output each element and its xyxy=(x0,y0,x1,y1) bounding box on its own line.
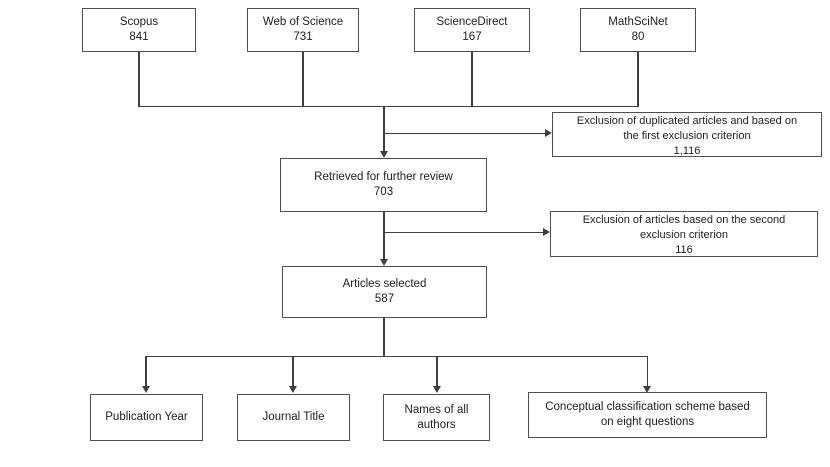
connector-output2-drop xyxy=(292,356,294,387)
arrow-right-icon xyxy=(545,129,552,138)
source-sd-count: 167 xyxy=(462,31,482,43)
selected-label: Articles selected xyxy=(342,278,427,291)
source-sd-label: ScienceDirect xyxy=(436,16,508,29)
selected-box: Articles selected 587 xyxy=(282,266,487,318)
connector-merge-line xyxy=(138,106,639,108)
output3-label-line1: Names of all xyxy=(404,403,469,416)
exclusion2-count: 116 xyxy=(675,243,693,256)
source-msn-count: 80 xyxy=(631,31,645,43)
source-box-mathscinet: MathSciNet 80 xyxy=(580,8,696,52)
connector-stem-outputs xyxy=(383,318,385,357)
source-scopus-label: Scopus xyxy=(119,16,159,29)
connector-exclusion1-branch xyxy=(384,133,545,135)
connector-wos-drop xyxy=(302,52,304,107)
exclusion1-line1: Exclusion of duplicated articles and bas… xyxy=(576,115,798,127)
connector-output3-drop xyxy=(436,356,438,387)
output-box-author-names: Names of all authors xyxy=(383,394,490,441)
retrieved-label: Retrieved for further review xyxy=(314,171,453,184)
connector-outputs-line xyxy=(146,356,648,358)
exclusion2-line2: exclusion criterion xyxy=(639,228,729,241)
source-box-scopus: Scopus 841 xyxy=(82,8,196,52)
source-wos-label: Web of Science xyxy=(262,16,344,29)
output-box-classification-scheme: Conceptual classification scheme based o… xyxy=(528,392,767,438)
retrieved-count: 703 xyxy=(373,186,394,198)
source-wos-count: 731 xyxy=(293,31,313,43)
output2-label: Journal Title xyxy=(262,411,325,424)
exclusion2-line1: Exclusion of articles based on the secon… xyxy=(582,214,786,226)
connector-exclusion2-branch xyxy=(384,232,543,234)
output1-label: Publication Year xyxy=(105,411,188,424)
arrow-down-icon xyxy=(643,386,651,393)
connector-sd-drop xyxy=(471,52,473,107)
arrow-down-icon xyxy=(288,386,297,393)
source-scopus-count: 841 xyxy=(129,31,149,43)
output4-label-line2: on eight questions xyxy=(600,416,695,428)
source-box-web-of-science: Web of Science 731 xyxy=(247,8,359,52)
selected-count: 587 xyxy=(374,293,395,305)
output-box-publication-year: Publication Year xyxy=(90,394,203,441)
exclusion1-box: Exclusion of duplicated articles and bas… xyxy=(552,112,822,157)
arrow-down-icon xyxy=(141,386,150,393)
connector-msn-drop xyxy=(637,52,639,107)
output4-label-line1: Conceptual classification scheme based xyxy=(545,401,750,414)
arrow-down-icon xyxy=(379,259,388,266)
output3-label-line2: authors xyxy=(417,418,456,431)
source-msn-label: MathSciNet xyxy=(608,16,668,29)
exclusion2-box: Exclusion of articles based on the secon… xyxy=(550,211,818,257)
connector-output1-drop xyxy=(145,356,147,387)
exclusion1-count: 1,116 xyxy=(673,144,701,157)
arrow-down-icon xyxy=(432,386,441,393)
connector-stem-retrieved xyxy=(383,106,385,152)
source-box-sciencedirect: ScienceDirect 167 xyxy=(414,8,530,52)
connector-scopus-drop xyxy=(138,52,140,107)
arrow-down-icon xyxy=(379,151,388,158)
output-box-journal-title: Journal Title xyxy=(237,394,350,441)
connector-stem-selected xyxy=(383,212,385,260)
retrieved-box: Retrieved for further review 703 xyxy=(280,158,487,212)
connector-output4-drop xyxy=(646,356,649,387)
exclusion1-line2: the first exclusion criterion xyxy=(623,129,751,142)
arrow-right-icon xyxy=(543,228,550,237)
